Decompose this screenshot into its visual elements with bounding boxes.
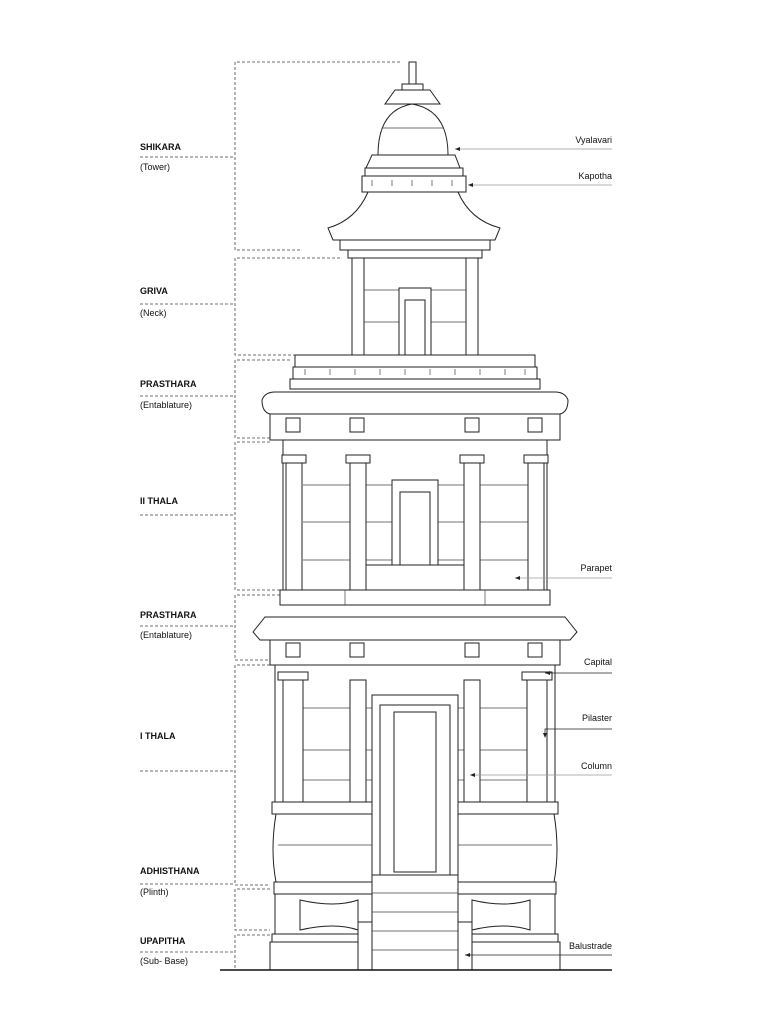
label-sub: (Entablature) (140, 630, 192, 640)
label-text: Kapotha (578, 171, 612, 181)
ii-thala-columns (281, 454, 549, 591)
label-pilaster: Pilaster (543, 713, 612, 738)
label-title: GRIVA (140, 286, 168, 296)
label-sub: (Tower) (140, 162, 170, 172)
i-thala-pilasters (277, 671, 553, 803)
label-griva: GRIVA (Neck) (140, 286, 235, 318)
label-sub: (Sub- Base) (140, 956, 188, 966)
label-parapet: Parapet (515, 563, 612, 580)
right-labels: Vyalavari Kapotha Parapet Capital Pilast… (455, 135, 612, 957)
label-adhisthana: ADHISTHANA (Plinth) (140, 866, 235, 897)
label-capital: Capital (545, 657, 612, 675)
label-prasthara-upper: PRASTHARA (Entablature) (140, 379, 235, 410)
label-title: I THALA (140, 731, 176, 741)
label-title: PRASTHARA (140, 610, 197, 620)
label-text: Pilaster (582, 713, 612, 723)
label-sub: (Plinth) (140, 887, 169, 897)
label-title: PRASTHARA (140, 379, 197, 389)
label-title: UPAPITHA (140, 936, 186, 946)
label-balustrade: Balustrade (465, 941, 612, 957)
label-sub: (Entablature) (140, 400, 192, 410)
label-title: II THALA (140, 496, 178, 506)
label-text: Parapet (580, 563, 612, 573)
label-column: Column (470, 761, 612, 777)
label-prasthara-lower: PRASTHARA (Entablature) (140, 610, 235, 640)
label-text: Balustrade (569, 941, 612, 951)
label-title: ADHISTHANA (140, 866, 200, 876)
label-text: Capital (584, 657, 612, 667)
label-i-thala: I THALA (140, 731, 235, 772)
section-brackets (234, 61, 400, 970)
label-text: Column (581, 761, 612, 771)
label-title: SHIKARA (140, 142, 182, 152)
label-upapitha: UPAPITHA (Sub- Base) (140, 936, 235, 966)
label-vyalavari: Vyalavari (455, 135, 612, 151)
left-labels: SHIKARA (Tower) GRIVA (Neck) PRASTHARA (… (140, 142, 235, 966)
label-sub: (Neck) (140, 308, 167, 318)
label-shikara: SHIKARA (Tower) (140, 142, 235, 172)
temple-drawing (220, 61, 612, 971)
label-ii-thala: II THALA (140, 496, 235, 516)
label-text: Vyalavari (575, 135, 612, 145)
label-kapotha: Kapotha (468, 171, 612, 187)
